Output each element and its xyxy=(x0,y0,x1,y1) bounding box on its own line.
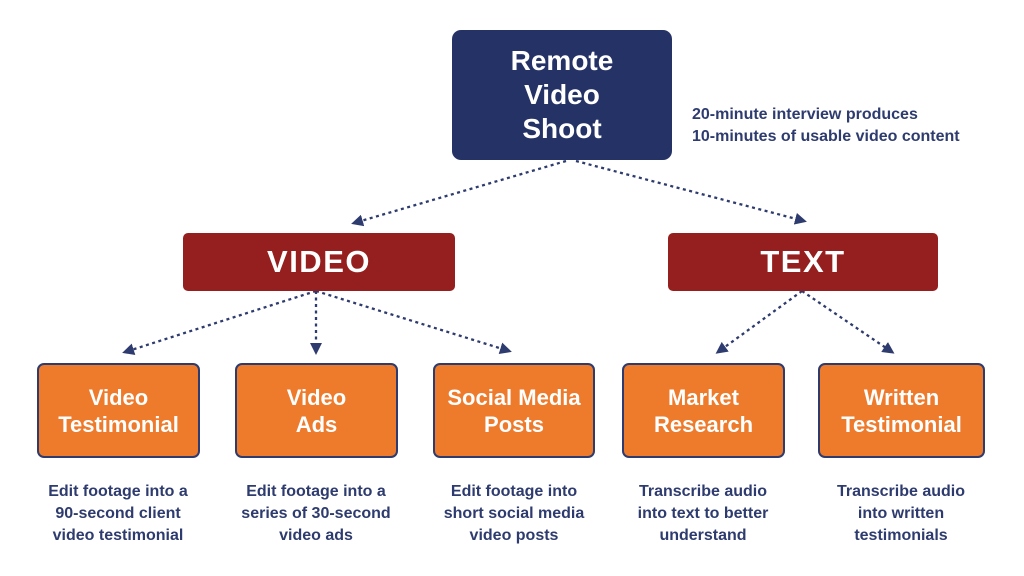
leaf-label: Market Research xyxy=(653,384,754,437)
leaf-description-social-media-posts: Edit footage into short social media vid… xyxy=(443,483,585,544)
leaf-label: Video Ads xyxy=(286,384,347,437)
leaf-node-video-testimonial: Video Testimonial xyxy=(37,363,200,458)
branch-text-label: TEXT xyxy=(760,244,846,279)
branch-video-label: VIDEO xyxy=(267,244,371,279)
leaf-node-written-testimonial: Written Testimonial xyxy=(818,363,985,458)
arrow-text-to-research xyxy=(715,290,803,354)
leaf-label: Written Testimonial xyxy=(841,384,962,437)
leaf-node-video-ads: Video Ads xyxy=(235,363,398,458)
leaf-description-video-testimonial: Edit footage into a 90-second client vid… xyxy=(48,483,188,544)
leaf-label: Social Media Posts xyxy=(447,384,581,437)
arrow-text-to-written xyxy=(801,290,895,354)
leaf-label: Video Testimonial xyxy=(58,384,179,437)
root-node-remote-video-shoot: Remote Video Shoot xyxy=(452,30,672,160)
leaf-node-market-research: Market Research xyxy=(622,363,785,458)
leaf-description-video-ads: Edit footage into a series of 30-second … xyxy=(241,483,391,544)
arrow-root-to-text xyxy=(575,159,807,225)
arrow-root-to-video xyxy=(351,159,567,227)
leaf-description-market-research: Transcribe audio into text to better und… xyxy=(637,483,769,544)
branch-node-video: VIDEO xyxy=(183,233,455,291)
leaf-node-social-media-posts: Social Media Posts xyxy=(433,363,595,458)
arrow-video-to-social xyxy=(315,289,512,355)
arrow-video-to-testimonial xyxy=(122,289,317,355)
root-node-label: Remote Video Shoot xyxy=(510,45,614,144)
annotation-note: 20-minute interview produces 10-minutes … xyxy=(692,106,960,145)
leaf-description-written-testimonial: Transcribe audio into written testimonia… xyxy=(836,483,966,544)
branch-node-text: TEXT xyxy=(668,233,938,291)
